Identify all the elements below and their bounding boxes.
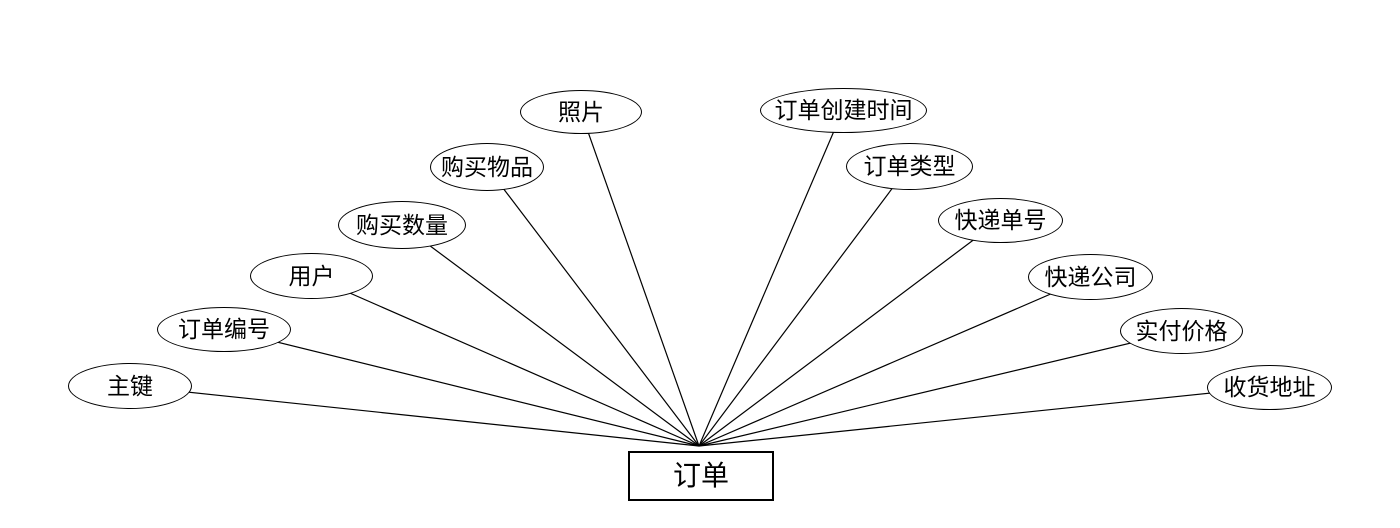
attribute-ellipse-photo: 照片 bbox=[520, 90, 642, 134]
connector-order-create-time bbox=[698, 109, 844, 447]
attribute-label: 订单类型 bbox=[863, 153, 956, 179]
attribute-ellipse-purchase-quantity: 购买数量 bbox=[338, 201, 466, 249]
connector-order-type bbox=[698, 165, 910, 447]
attribute-label: 订单创建时间 bbox=[774, 97, 913, 123]
connector-purchase-quantity bbox=[401, 224, 700, 447]
attribute-label: 收货地址 bbox=[1223, 374, 1316, 400]
entity-box-order: 订单 bbox=[628, 451, 774, 501]
attribute-ellipse-order-create-time: 订单创建时间 bbox=[760, 88, 927, 133]
attribute-label: 购买物品 bbox=[441, 153, 533, 180]
attribute-ellipse-express-company: 快递公司 bbox=[1028, 254, 1153, 300]
attribute-label: 快递公司 bbox=[1044, 263, 1137, 290]
connector-photo bbox=[580, 111, 700, 447]
attribute-ellipse-purchase-item: 购买物品 bbox=[430, 143, 544, 191]
connector-purchase-item bbox=[486, 166, 700, 447]
connector-shipping-address bbox=[698, 386, 1270, 447]
connector-paid-price bbox=[698, 330, 1182, 447]
entity-label: 订单 bbox=[672, 460, 729, 491]
attribute-label: 快递单号 bbox=[954, 207, 1047, 233]
connector-express-company bbox=[698, 276, 1091, 447]
connector-user bbox=[310, 275, 700, 447]
attribute-ellipse-tracking-number: 快递单号 bbox=[938, 198, 1063, 243]
attribute-label: 主键 bbox=[107, 372, 153, 399]
attribute-label: 照片 bbox=[558, 98, 604, 125]
attribute-ellipse-shipping-address: 收货地址 bbox=[1207, 365, 1332, 410]
attribute-label: 订单编号 bbox=[178, 316, 270, 342]
attribute-ellipse-user: 用户 bbox=[250, 253, 373, 299]
attribute-ellipse-order-number: 订单编号 bbox=[157, 307, 291, 352]
connector-primary-key bbox=[129, 385, 700, 447]
connector-order-number bbox=[223, 328, 700, 447]
attribute-ellipse-paid-price: 实付价格 bbox=[1120, 308, 1243, 354]
attribute-label: 用户 bbox=[288, 262, 335, 289]
attribute-ellipse-order-type: 订单类型 bbox=[846, 143, 973, 190]
attribute-label: 实付价格 bbox=[1135, 317, 1228, 344]
attribute-ellipse-primary-key: 主键 bbox=[68, 363, 192, 409]
attribute-label: 购买数量 bbox=[356, 211, 448, 238]
connector-tracking-number bbox=[698, 219, 1001, 447]
